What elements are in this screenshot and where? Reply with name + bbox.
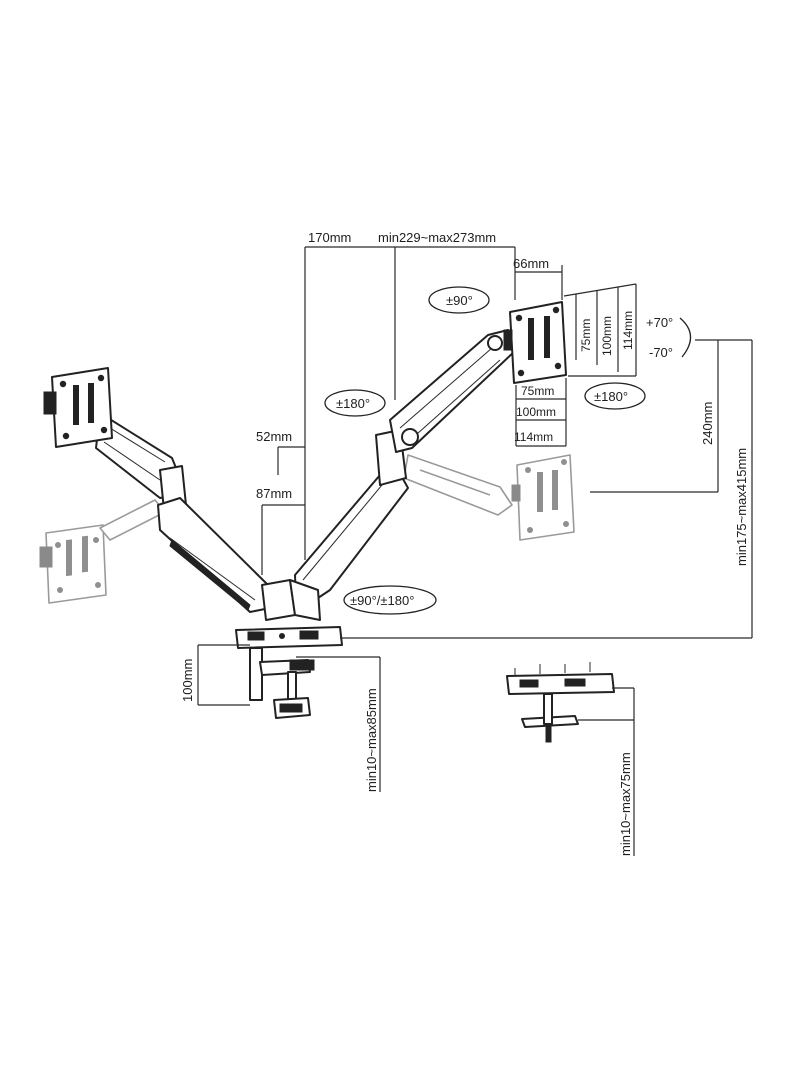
dim-arm-segment-1: 170mm bbox=[308, 230, 351, 245]
vesa-h-75: 75mm bbox=[521, 384, 554, 398]
dim-clamp-range: min10~max85mm bbox=[364, 688, 379, 792]
tilt-arc bbox=[679, 317, 692, 358]
dim-pole-offset-top: 52mm bbox=[256, 429, 292, 444]
dim-vertical-travel: 240mm bbox=[700, 402, 715, 445]
dim-pole-offset-bottom: 87mm bbox=[256, 486, 292, 501]
ghost-right-lower-arm bbox=[403, 454, 513, 516]
rot-head: ±90° bbox=[446, 293, 473, 308]
dim-base-height: 100mm bbox=[180, 659, 195, 702]
right-upper-arm bbox=[389, 329, 517, 453]
vesa-h-114: 114mm bbox=[514, 430, 553, 444]
rotation-arc-head bbox=[428, 286, 490, 314]
rotation-arc-screen bbox=[584, 382, 646, 410]
ghost-left-lower-link bbox=[99, 499, 166, 541]
vesa-v-114: 114mm bbox=[621, 311, 635, 350]
rot-screen: ±180° bbox=[594, 389, 628, 404]
left-lower-arm bbox=[157, 497, 271, 613]
rot-upper-arm: ±180° bbox=[336, 396, 370, 411]
ghost-right-vesa-plate bbox=[511, 454, 575, 541]
right-lower-arm bbox=[294, 429, 409, 603]
dim-overall-height: min175~max415mm bbox=[734, 448, 749, 566]
rot-tilt-up: +70° bbox=[646, 315, 673, 330]
center-pole bbox=[261, 579, 321, 621]
dim-grommet-range: min10~max75mm bbox=[618, 752, 633, 856]
grommet-mount-detail bbox=[506, 662, 615, 743]
dimension-lines bbox=[197, 246, 753, 856]
rotation-arc-upper bbox=[324, 389, 386, 417]
rot-tilt-down: -70° bbox=[649, 345, 673, 360]
right-vesa-plate bbox=[503, 301, 567, 384]
left-vesa-plate bbox=[43, 367, 113, 448]
dim-vesa-offset: 66mm bbox=[513, 256, 549, 271]
vesa-v-100: 100mm bbox=[600, 316, 614, 356]
c-clamp bbox=[249, 647, 315, 719]
ghost-left-vesa-plate bbox=[39, 524, 107, 604]
vesa-v-75: 75mm bbox=[579, 319, 593, 352]
dim-arm-segment-2: min229~max273mm bbox=[378, 230, 496, 245]
rot-base: ±90°/±180° bbox=[350, 593, 414, 608]
vesa-h-100: 100mm bbox=[516, 405, 556, 419]
desk-base bbox=[235, 626, 343, 649]
rotation-arc-base bbox=[343, 585, 437, 615]
rotation-arcs bbox=[324, 286, 692, 615]
